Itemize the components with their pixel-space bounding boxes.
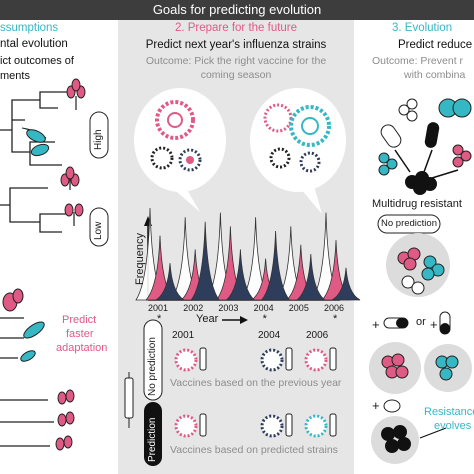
right-outcome-line2: with combina — [404, 69, 466, 81]
prediction-pill — [144, 402, 162, 466]
multidrug-label: Multidrug resistant — [372, 198, 462, 210]
frequency-peak — [260, 230, 291, 301]
or-label: or — [416, 316, 426, 328]
x-axis-label: Year — [196, 313, 219, 325]
x-tick-label: 2006 — [324, 303, 345, 313]
year-marker: * — [157, 313, 162, 325]
vaccine-row-no-prediction — [174, 347, 337, 372]
vaccine-year-3: 2006 — [306, 330, 329, 341]
bacteria-cluster-icon — [397, 247, 445, 295]
pill-icon — [383, 399, 401, 413]
x-tick-label: 2001 — [148, 303, 169, 313]
x-tick-label: 2002 — [183, 303, 204, 313]
predict-label: Predict — [62, 314, 97, 326]
pill-icon — [439, 311, 451, 335]
virus-icon — [299, 151, 321, 173]
left-line1: ict outcomes of — [0, 55, 74, 67]
pill-icon — [383, 317, 409, 329]
left-header: ssumptions — [0, 22, 59, 34]
pill-icon — [380, 124, 402, 148]
title-bar — [0, 0, 474, 20]
left-line2: ments — [0, 70, 30, 82]
frequency-peak — [190, 221, 221, 301]
resistance-pointer — [419, 427, 447, 439]
no-prediction-pill — [143, 319, 163, 401]
frequency-peak — [154, 263, 186, 301]
syringe-icon — [124, 372, 134, 428]
plus-sign: + — [372, 398, 380, 413]
frequency-peak — [295, 253, 326, 301]
x-tick-label: 2004 — [253, 303, 274, 313]
left-panel-graphics — [0, 78, 109, 451]
left-subheader: ntal evolution — [0, 38, 68, 50]
fern-icon — [20, 321, 45, 362]
bacteria-cluster-icon — [435, 355, 459, 381]
plant-icon — [2, 288, 24, 312]
plant-icon — [66, 78, 86, 110]
resistant-cluster-icon — [381, 425, 411, 453]
bacteria-cluster-icon — [381, 353, 409, 379]
bacteria-cluster-icon — [452, 144, 472, 168]
chart-plot-area — [135, 207, 361, 301]
arrows-converging — [394, 149, 459, 179]
phylogeny-tree-upper — [0, 91, 70, 166]
frequency-peak — [331, 267, 361, 301]
vaccine-year-1: 2001 — [172, 330, 195, 341]
frequency-peak — [225, 249, 256, 301]
virus-icon — [155, 100, 195, 140]
fern-icon — [21, 127, 50, 157]
middle-header: 2. Prepare for the future — [174, 22, 298, 34]
virus-icon — [269, 147, 291, 169]
branch-lines — [0, 317, 54, 447]
right-header: 3. Evolution — [392, 22, 453, 34]
no-prediction-right-label: No prediction — [381, 218, 437, 229]
vaccines-predicted-text: Vaccines based on predicted strains — [170, 444, 338, 456]
multidrug-cluster-icon — [405, 171, 437, 195]
plus-sign: + — [430, 317, 438, 332]
right-outcome-line1: Outcome: Prevent r — [372, 55, 464, 67]
pill-icon — [424, 122, 440, 148]
year-marker: * — [333, 313, 338, 325]
adaptation-label: adaptation — [56, 342, 108, 354]
plant-icon — [64, 203, 84, 226]
evolves-label: evolves — [434, 420, 472, 432]
middle-subheader: Predict next year's influenza strains — [145, 39, 327, 51]
x-tick-label: 2003 — [218, 303, 239, 313]
plus-sign: + — [372, 317, 380, 332]
virus-icon — [178, 148, 202, 172]
plant-icon — [60, 166, 80, 190]
virus-icon — [150, 146, 174, 170]
plant-icon — [55, 389, 75, 451]
vaccines-previous-text: Vaccines based on the previous year — [170, 377, 342, 389]
right-subheader: Predict reduce — [398, 39, 473, 51]
bacteria-cluster-icon — [438, 98, 472, 118]
vaccine-row-prediction — [174, 413, 337, 438]
middle-outcome-line1: Outcome: Pick the right vaccine for the — [145, 55, 327, 67]
vaccine-year-2: 2004 — [258, 330, 281, 341]
resistance-label: Resistance — [424, 406, 474, 418]
faster-label: faster — [66, 328, 94, 340]
middle-outcome-line2: coming season — [200, 69, 272, 81]
no-prediction-pill-right — [377, 214, 441, 234]
figure-title: Goals for predicting evolution — [152, 2, 322, 17]
low-pill — [89, 207, 109, 247]
bacteria-cluster-icon — [398, 98, 418, 122]
phylogeny-tree-lower — [0, 187, 70, 233]
bacteria-cluster-icon — [378, 152, 398, 176]
year-marker: * — [262, 313, 267, 325]
high-pill — [89, 111, 109, 159]
virus-icon — [289, 105, 331, 147]
x-tick-label: 2005 — [288, 303, 309, 313]
